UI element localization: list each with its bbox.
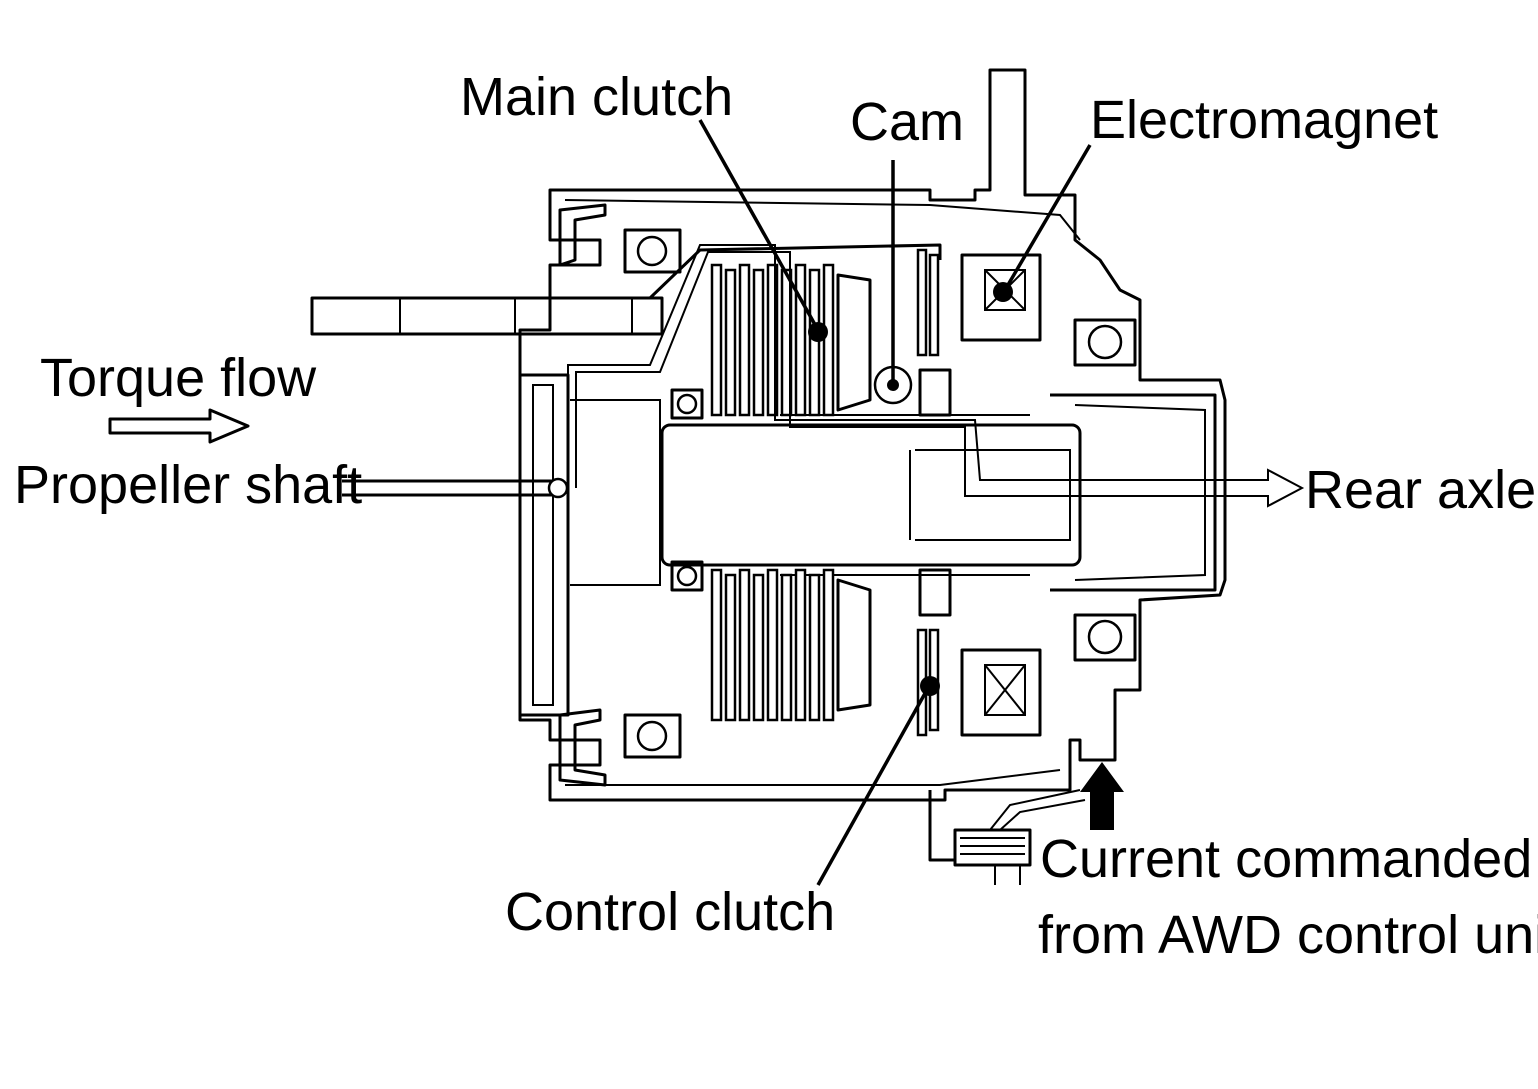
label-electromagnet: Electromagnet — [1090, 90, 1438, 150]
label-control-clutch: Control clutch — [505, 882, 835, 942]
label-current-line-2: from AWD control unit — [1038, 905, 1538, 965]
label-current-line-1: Current commanded — [1040, 829, 1532, 889]
label-rear-axle: Rear axle — [1305, 460, 1536, 520]
label-main-clutch: Main clutch — [460, 67, 733, 127]
control-clutch-plates — [916, 248, 952, 737]
label-cam: Cam — [850, 92, 964, 152]
propeller-shaft-pointer-end — [547, 477, 569, 499]
bearings — [623, 228, 1137, 759]
torque-flow-arrow — [108, 408, 250, 444]
propeller-shaft-stub — [310, 243, 942, 336]
coupling-housing — [518, 68, 1227, 802]
main-clutch-plates-lower — [710, 568, 872, 722]
rear-axle-torque-path — [567, 244, 1305, 508]
main-clutch-plates-upper — [710, 263, 872, 417]
seals — [558, 203, 607, 787]
connector — [928, 789, 1086, 885]
propeller-shaft-pointer — [342, 479, 555, 497]
label-propeller-shaft: Propeller shaft — [14, 455, 362, 515]
label-torque-flow: Torque flow — [40, 348, 317, 408]
current-commanded-arrow — [1080, 762, 1124, 830]
leader-lines — [698, 119, 1092, 886]
